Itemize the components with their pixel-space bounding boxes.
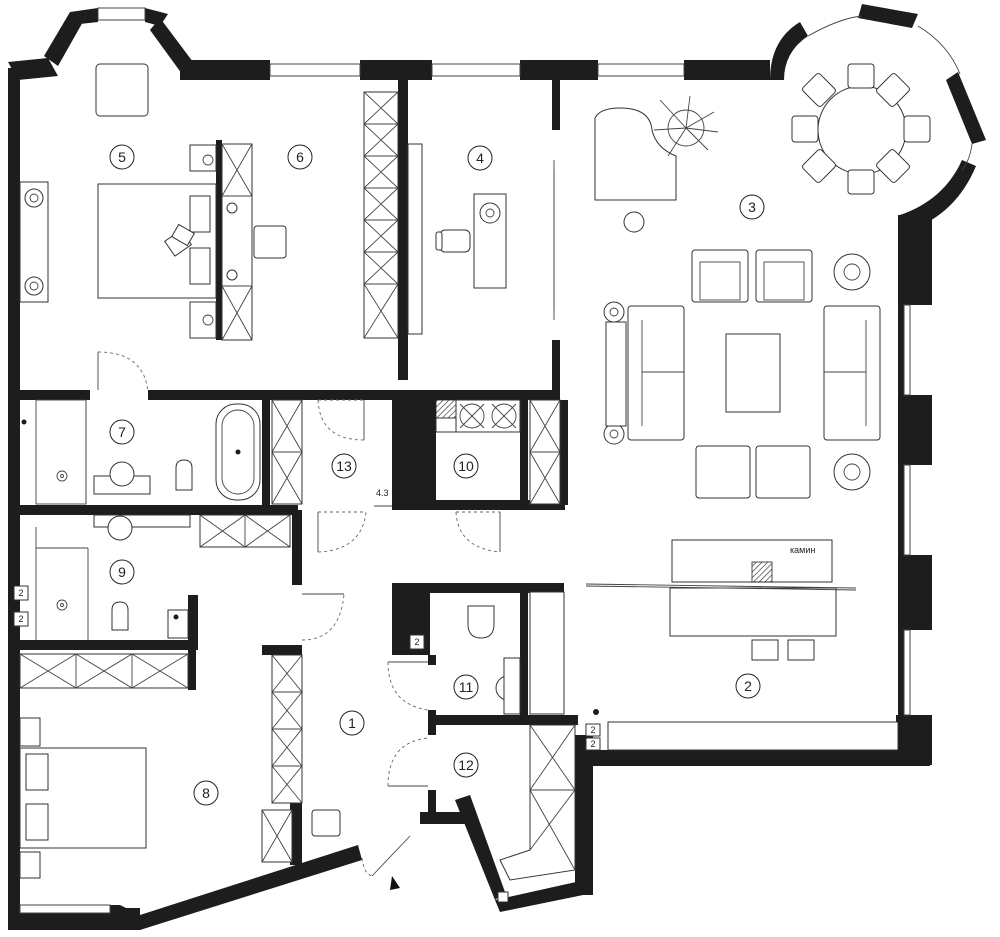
room-4-furniture: [407, 143, 555, 335]
room-12-furniture: 2 2: [497, 723, 601, 903]
room-number-11: 11: [453, 674, 479, 700]
svg-text:11: 11: [459, 679, 474, 695]
room-number-4: 4: [467, 145, 493, 171]
windows: [19, 7, 973, 914]
tag-label: 2: [414, 637, 419, 647]
room-number-1: 1: [339, 710, 365, 736]
fireplace-label: камин: [790, 545, 815, 555]
room-number-10: 10: [453, 453, 479, 479]
area-13-label: 4.3: [376, 488, 389, 498]
room-8-furniture: [19, 653, 303, 879]
room-10-furniture: [435, 399, 561, 505]
room-number-13: 13: [331, 453, 357, 479]
room-7-furniture: [21, 399, 261, 505]
tag-label: 2: [18, 614, 23, 624]
svg-text:12: 12: [458, 757, 474, 773]
room-number-6: 6: [287, 144, 313, 170]
svg-text:4: 4: [476, 150, 484, 166]
tag-label: 2: [18, 588, 23, 598]
room-5-furniture: [19, 63, 217, 339]
room-6-furniture: [221, 91, 399, 341]
room-number-8: 8: [193, 780, 219, 806]
dining-chairs: [791, 63, 931, 195]
room-11-furniture: 2: [401, 591, 565, 715]
svg-text:9: 9: [118, 564, 126, 580]
room-number-2: 2: [735, 673, 761, 699]
svg-text:1: 1: [348, 715, 356, 731]
room-13-furniture: 4.3: [271, 399, 421, 507]
room-number-9: 9: [109, 559, 135, 585]
tag-label: 2: [590, 725, 595, 735]
room-number-7: 7: [109, 419, 135, 445]
doors: [97, 170, 555, 877]
room-number-3: 3: [739, 194, 765, 220]
tag-label: 2: [590, 739, 595, 749]
svg-text:5: 5: [118, 149, 126, 165]
svg-text:10: 10: [458, 458, 474, 474]
svg-text:13: 13: [336, 458, 352, 474]
room-number-12: 12: [453, 752, 479, 778]
svg-text:8: 8: [202, 785, 210, 801]
room-1-furniture: [311, 809, 400, 890]
room-3-furniture: [594, 63, 931, 499]
room-2-furniture: камин: [585, 539, 899, 751]
room-labels: 1 2 3 4 5 6 7 8: [109, 144, 765, 806]
svg-text:6: 6: [296, 149, 304, 165]
room-number-5: 5: [109, 144, 135, 170]
room-9-furniture: 2 2: [13, 514, 291, 640]
svg-text:3: 3: [748, 199, 756, 215]
svg-text:2: 2: [744, 678, 752, 694]
svg-text:7: 7: [118, 424, 126, 440]
